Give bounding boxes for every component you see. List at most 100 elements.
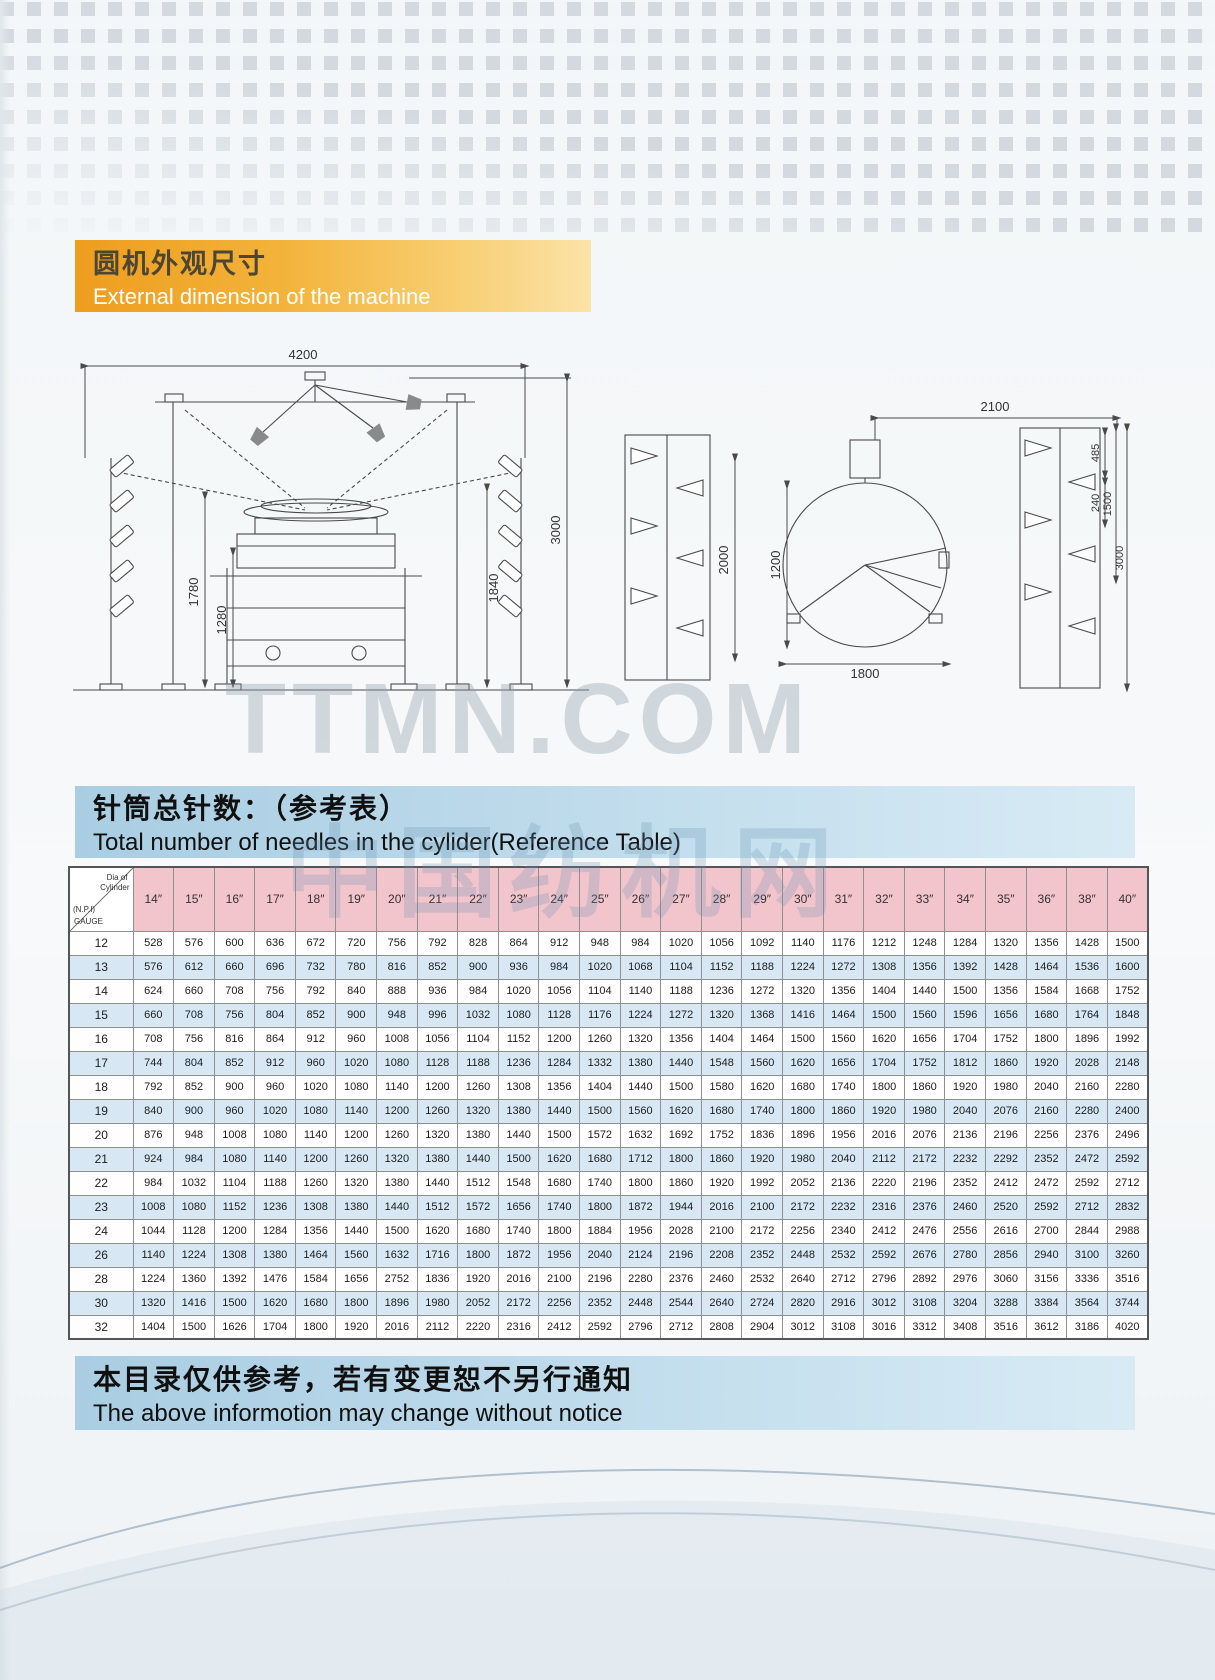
needle-count-cell: 1380 xyxy=(376,1170,418,1196)
needle-count-cell: 1548 xyxy=(497,1170,540,1196)
diameter-header-cell: 35″ xyxy=(984,866,1027,932)
needle-count-cell: 2520 xyxy=(984,1194,1027,1220)
needle-count-cell: 1500 xyxy=(173,1314,215,1340)
needle-count-cell: 1956 xyxy=(822,1122,865,1148)
needle-count-cell: 1920 xyxy=(335,1314,378,1340)
needle-count-cell: 1044 xyxy=(132,1218,175,1244)
needle-count-cell: 1356 xyxy=(660,1026,702,1052)
needle-count-cell: 1860 xyxy=(903,1074,946,1100)
needle-count-cell: 1632 xyxy=(619,1122,662,1148)
needle-count-cell: 1800 xyxy=(538,1218,581,1244)
needle-count-cell: 1404 xyxy=(132,1314,175,1340)
needle-count-cell: 2112 xyxy=(863,1146,905,1172)
needle-count-cell: 1104 xyxy=(213,1170,256,1196)
needle-count-cell: 2040 xyxy=(579,1242,621,1268)
needle-count-cell: 1800 xyxy=(294,1314,337,1340)
needle-count-cell: 1176 xyxy=(579,1002,621,1028)
needle-count-cell: 1128 xyxy=(173,1218,215,1244)
section-header-needles: 针筒总针数：（参考表） Total number of needles in t… xyxy=(75,786,1135,858)
gauge-cell: 21 xyxy=(68,1146,134,1172)
needle-count-cell: 1740 xyxy=(538,1194,581,1220)
needle-count-cell: 984 xyxy=(173,1146,215,1172)
gauge-cell: 26 xyxy=(68,1242,134,1268)
needle-count-cell: 1680 xyxy=(782,1074,824,1100)
needle-count-cell: 1392 xyxy=(944,954,986,980)
needle-count-cell: 1680 xyxy=(294,1290,337,1316)
needle-count-cell: 1896 xyxy=(1066,1026,1108,1052)
needle-count-cell: 804 xyxy=(254,1002,296,1028)
needle-count-cell: 1872 xyxy=(497,1242,540,1268)
needle-count-cell: 1440 xyxy=(903,978,946,1004)
needle-count-cell: 1680 xyxy=(457,1218,499,1244)
needle-count-cell: 1680 xyxy=(1025,1002,1068,1028)
needle-count-cell: 1380 xyxy=(416,1146,459,1172)
needle-count-cell: 2376 xyxy=(1066,1122,1108,1148)
needle-count-cell: 1800 xyxy=(660,1146,702,1172)
needle-count-cell: 948 xyxy=(376,1002,418,1028)
needle-count-cell: 2052 xyxy=(782,1170,824,1196)
needle-count-cell: 1560 xyxy=(335,1242,378,1268)
needle-count-cell: 2016 xyxy=(497,1266,540,1292)
needle-count-cell: 912 xyxy=(538,930,581,956)
needle-count-cell: 576 xyxy=(173,930,215,956)
needle-count-cell: 1548 xyxy=(700,1050,743,1076)
needle-count-cell: 2476 xyxy=(903,1218,946,1244)
needle-count-cell: 2412 xyxy=(984,1170,1027,1196)
needle-count-cell: 984 xyxy=(619,930,662,956)
needle-count-cell: 1572 xyxy=(579,1122,621,1148)
needle-count-cell: 1560 xyxy=(619,1098,662,1124)
needle-count-cell: 2100 xyxy=(538,1266,581,1292)
needle-count-cell: 2040 xyxy=(822,1146,865,1172)
needle-count-cell: 1080 xyxy=(294,1098,337,1124)
diameter-header-cell: 30″ xyxy=(782,866,824,932)
needle-count-cell: 1140 xyxy=(294,1122,337,1148)
needle-count-cell: 2916 xyxy=(822,1290,865,1316)
needle-count-cell: 1704 xyxy=(944,1026,986,1052)
needle-count-cell: 1140 xyxy=(619,978,662,1004)
section-header-external: 圆机外观尺寸 External dimension of the machine xyxy=(75,240,591,312)
needle-count-cell: 2352 xyxy=(1025,1146,1068,1172)
needle-count-cell: 744 xyxy=(132,1050,175,1076)
needle-count-cell: 1140 xyxy=(335,1098,378,1124)
gauge-cell: 20 xyxy=(68,1122,134,1148)
needle-count-cell: 1668 xyxy=(1066,978,1108,1004)
needle-count-cell: 1308 xyxy=(497,1074,540,1100)
needle-count-cell: 2496 xyxy=(1106,1122,1149,1148)
needle-count-cell: 1500 xyxy=(944,978,986,1004)
machine-dimension-drawing: 4200 1780 1280 1840 3000 xyxy=(73,347,1130,693)
needle-count-cell: 1272 xyxy=(822,954,865,980)
gauge-cell: 14 xyxy=(68,978,134,1004)
needle-count-cell: 1200 xyxy=(294,1146,337,1172)
needle-count-cell: 1600 xyxy=(1106,954,1149,980)
needle-count-cell: 2016 xyxy=(863,1122,905,1148)
top-dimension-labels: 2100 2000 1200 1800 485 240 1500 3000 xyxy=(716,399,1126,681)
needle-count-cell: 996 xyxy=(416,1002,459,1028)
needle-count-cell: 2220 xyxy=(863,1170,905,1196)
needle-count-cell: 1572 xyxy=(457,1194,499,1220)
needle-count-cell: 612 xyxy=(173,954,215,980)
needle-count-cell: 1320 xyxy=(984,930,1027,956)
dim-240-label: 240 xyxy=(1090,494,1102,512)
needle-count-cell: 2160 xyxy=(1066,1074,1108,1100)
needle-count-cell: 1440 xyxy=(457,1146,499,1172)
needle-count-cell: 2832 xyxy=(1106,1194,1149,1220)
needle-count-cell: 948 xyxy=(579,930,621,956)
gauge-cell: 13 xyxy=(68,954,134,980)
needle-count-cell: 2724 xyxy=(741,1290,783,1316)
front-dimension-labels: 4200 1780 1280 1840 3000 xyxy=(186,347,563,634)
needle-count-cell: 1248 xyxy=(903,930,946,956)
diameter-header-cell: 38″ xyxy=(1066,866,1108,932)
needle-count-cell: 2976 xyxy=(944,1266,986,1292)
needle-count-cell: 1440 xyxy=(416,1170,459,1196)
needle-count-cell: 2412 xyxy=(863,1218,905,1244)
needle-count-cell: 2220 xyxy=(457,1314,499,1340)
dim-3000-side-label: 3000 xyxy=(1114,546,1126,570)
needle-count-cell: 1360 xyxy=(173,1266,215,1292)
needle-count-cell: 2472 xyxy=(1025,1170,1068,1196)
dim-1840-label: 1840 xyxy=(486,574,501,603)
notice-banner: 本目录仅供参考，若有变更恕不另行通知 The above informotion… xyxy=(75,1356,1135,1430)
